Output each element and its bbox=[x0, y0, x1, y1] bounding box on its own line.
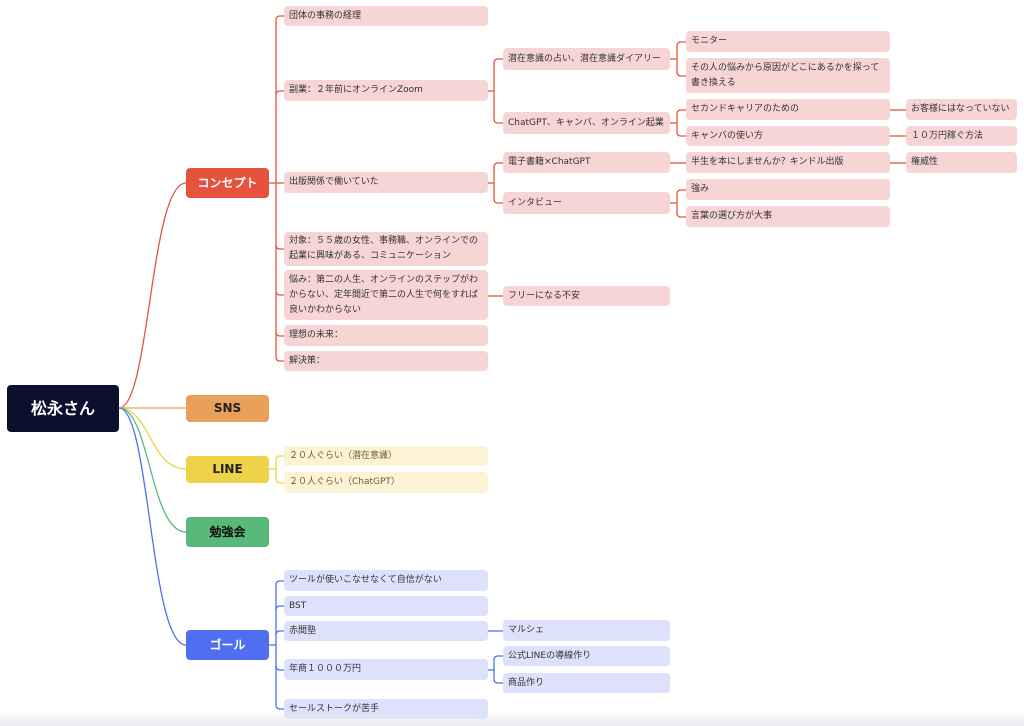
concept-chatgpt-canva[interactable]: ChatGPT、キャンバ、オンライン起業 bbox=[503, 112, 670, 134]
branch-sns[interactable]: SNS bbox=[186, 395, 269, 422]
goal-product-creation[interactable]: 商品作り bbox=[503, 673, 670, 693]
line-subconscious-count[interactable]: ２０人ぐらい（潜在意識） bbox=[284, 446, 488, 466]
link-c2-child-0 bbox=[493, 58, 503, 64]
line-chatgpt-count[interactable]: ２０人ぐらい（ChatGPT） bbox=[284, 472, 488, 493]
link-goal-child-3 bbox=[275, 665, 284, 671]
link-g4-child-0 bbox=[493, 655, 503, 661]
concept-second-career[interactable]: セカンドキャリアのための bbox=[686, 99, 890, 120]
branch-line[interactable]: LINE bbox=[186, 456, 269, 483]
concept-subconscious[interactable]: 潜在意識の占い、潜在意識ダイアリー bbox=[503, 48, 670, 70]
goal-tool-confidence[interactable]: ツールが使いこなせなくて自信がない bbox=[284, 570, 488, 591]
concept-side-business[interactable]: 副業：２年前にオンラインZoom bbox=[284, 80, 488, 101]
link-root-study bbox=[118, 407, 187, 533]
link-concept-child-5 bbox=[275, 331, 284, 337]
concept-freelance-anxiety[interactable]: フリーになる不安 bbox=[503, 286, 670, 306]
link-c2b-child-1 bbox=[676, 131, 686, 137]
link-concept-child-0 bbox=[275, 15, 284, 21]
concept-monitor[interactable]: モニター bbox=[686, 31, 890, 52]
link-goal-child-2 bbox=[275, 630, 284, 636]
concept-authority[interactable]: 権威性 bbox=[906, 152, 1017, 173]
concept-ebook[interactable]: 電子書籍×ChatGPT bbox=[503, 152, 670, 173]
link-goal-child-0 bbox=[275, 580, 284, 586]
link-c2b-child-0 bbox=[676, 109, 686, 115]
concept-rewrite[interactable]: その人の悩みから原因がどこにあるかを探って書き換える bbox=[686, 58, 890, 93]
link-c2a-child-0 bbox=[676, 41, 686, 47]
concept-earn-100k[interactable]: １０万円稼ぐ方法 bbox=[906, 126, 1017, 146]
link-line-child-0 bbox=[275, 455, 284, 461]
goal-akama-juku[interactable]: 赤間塾 bbox=[284, 621, 488, 641]
link-g4-child-1 bbox=[493, 678, 503, 684]
concept-not-customers[interactable]: お客様にはなっていない bbox=[906, 99, 1017, 120]
link-goal-child-4 bbox=[275, 704, 284, 710]
branch-goal[interactable]: ゴール bbox=[186, 630, 269, 660]
concept-target[interactable]: 対象：５５歳の女性、事務職、オンラインでの起業に興味がある、コミュニケーション bbox=[284, 232, 488, 266]
link-concept-child-1 bbox=[275, 90, 284, 96]
link-concept-child-3 bbox=[275, 244, 284, 250]
link-concept-child-4 bbox=[275, 290, 284, 296]
concept-interview[interactable]: インタビュー bbox=[503, 192, 670, 214]
link-root-line bbox=[118, 407, 187, 470]
concept-publishing[interactable]: 出版関係で働いていた bbox=[284, 172, 488, 193]
link-goal-child-1 bbox=[275, 605, 284, 611]
link-root-goal bbox=[118, 407, 187, 646]
link-c3b-child-0 bbox=[676, 189, 686, 195]
branch-concept[interactable]: コンセプト bbox=[186, 168, 269, 198]
concept-worries[interactable]: 悩み：第二の人生、オンラインのステップがわからない、定年間近で第二の人生で何をす… bbox=[284, 270, 488, 320]
goal-marche[interactable]: マルシェ bbox=[503, 620, 670, 641]
link-c2a-child-1 bbox=[676, 71, 686, 77]
concept-solution[interactable]: 解決策： bbox=[284, 351, 488, 371]
concept-word-choice[interactable]: 言葉の選び方が大事 bbox=[686, 206, 890, 227]
link-c3b-child-1 bbox=[676, 212, 686, 218]
concept-kindle[interactable]: 半生を本にしませんか？キンドル出版 bbox=[686, 152, 890, 173]
concept-ideal-future[interactable]: 理想の未来： bbox=[284, 325, 488, 346]
branch-study[interactable]: 勉強会 bbox=[186, 517, 269, 547]
goal-line-funnel[interactable]: 公式LINEの導線作り bbox=[503, 646, 670, 666]
link-c3-child-1 bbox=[493, 198, 503, 204]
concept-strength[interactable]: 強み bbox=[686, 179, 890, 200]
link-c3-child-0 bbox=[493, 162, 503, 168]
goal-revenue[interactable]: 年商１０００万円 bbox=[284, 659, 488, 680]
link-line-child-1 bbox=[275, 478, 284, 484]
link-root-concept bbox=[118, 182, 187, 409]
concept-accounting[interactable]: 団体の事務の経理 bbox=[284, 6, 488, 26]
concept-canva-howto[interactable]: キャンバの使い方 bbox=[686, 126, 890, 146]
bottom-fade bbox=[0, 712, 1024, 726]
link-concept-child-6 bbox=[275, 356, 284, 362]
link-c2-child-1 bbox=[493, 118, 503, 124]
root-node[interactable]: 松永さん bbox=[7, 385, 119, 432]
goal-bst[interactable]: BST bbox=[284, 596, 488, 616]
